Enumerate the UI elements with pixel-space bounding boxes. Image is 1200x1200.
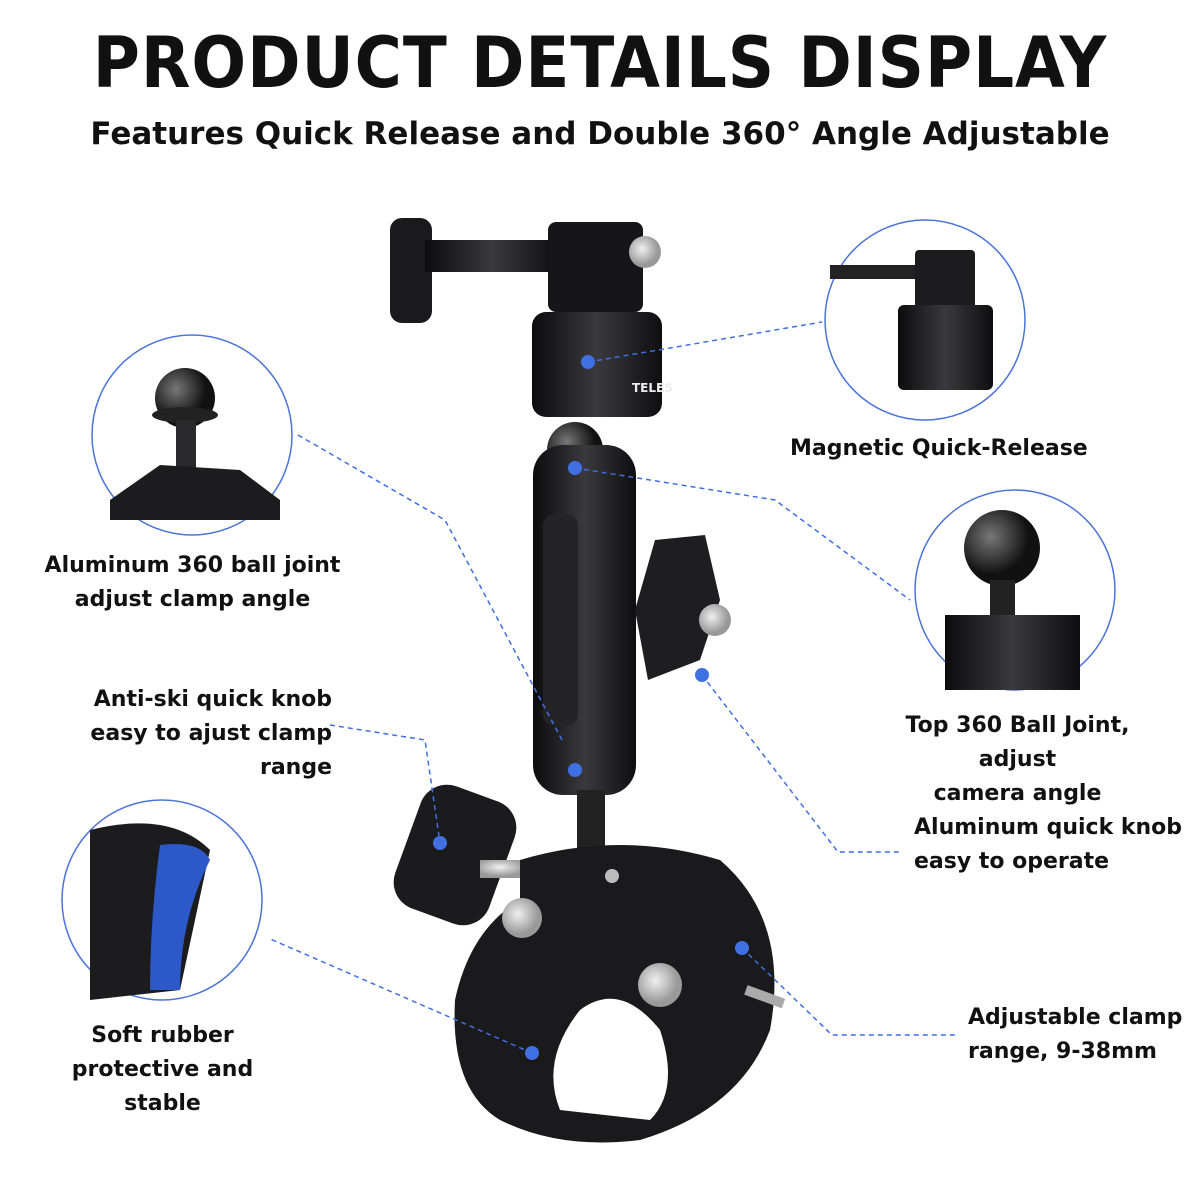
- detail-circle-rubber: [61, 799, 263, 1001]
- label-line: Top 360 Ball Joint, adjust: [905, 713, 1130, 772]
- detail-circle-magnetic: [824, 219, 1026, 421]
- leader-lines: [267, 321, 955, 1054]
- label-line: protective and stable: [71, 1057, 254, 1116]
- label-line: Anti-ski quick knob: [93, 687, 332, 712]
- label-line: adjust clamp angle: [74, 587, 311, 612]
- detail-circle-top-ball: [914, 489, 1116, 691]
- label-line: easy to ajust clamp range: [90, 721, 332, 780]
- detail-circle-ball-joint: [91, 334, 293, 536]
- label-soft-rubber: Soft rubber protective and stable: [30, 1019, 295, 1121]
- label-line: Adjustable clamp: [968, 1005, 1183, 1030]
- label-line: Soft rubber: [91, 1023, 234, 1048]
- label-clamp-range: Adjustable clamp range, 9-38mm: [968, 1001, 1182, 1069]
- label-line: Aluminum quick knob: [914, 815, 1183, 840]
- page-title: PRODUCT DETAILS DISPLAY: [92, 22, 1108, 104]
- hotspot-dots: [433, 355, 749, 1060]
- page-subtitle: Features Quick Release and Double 360° A…: [90, 116, 1110, 152]
- product-mount: TELES: [390, 218, 786, 1143]
- label-line: Magnetic Quick-Release: [790, 436, 1088, 461]
- label-anti-ski: Anti-ski quick knob easy to ajust clamp r…: [20, 683, 332, 785]
- label-line: camera angle: [933, 781, 1102, 806]
- brand-logo: TELES: [632, 381, 673, 395]
- label-top-ball: Top 360 Ball Joint, adjust camera angle: [870, 709, 1165, 811]
- label-aluminum-ball: Aluminum 360 ball joint adjust clamp angl…: [40, 549, 345, 617]
- label-aluminum-knob: Aluminum quick knob easy to operate: [914, 811, 1182, 879]
- label-line: Aluminum 360 ball joint: [44, 553, 341, 578]
- label-line: easy to operate: [914, 849, 1110, 874]
- label-magnetic: Magnetic Quick-Release: [790, 432, 1088, 466]
- label-line: range, 9-38mm: [968, 1039, 1157, 1064]
